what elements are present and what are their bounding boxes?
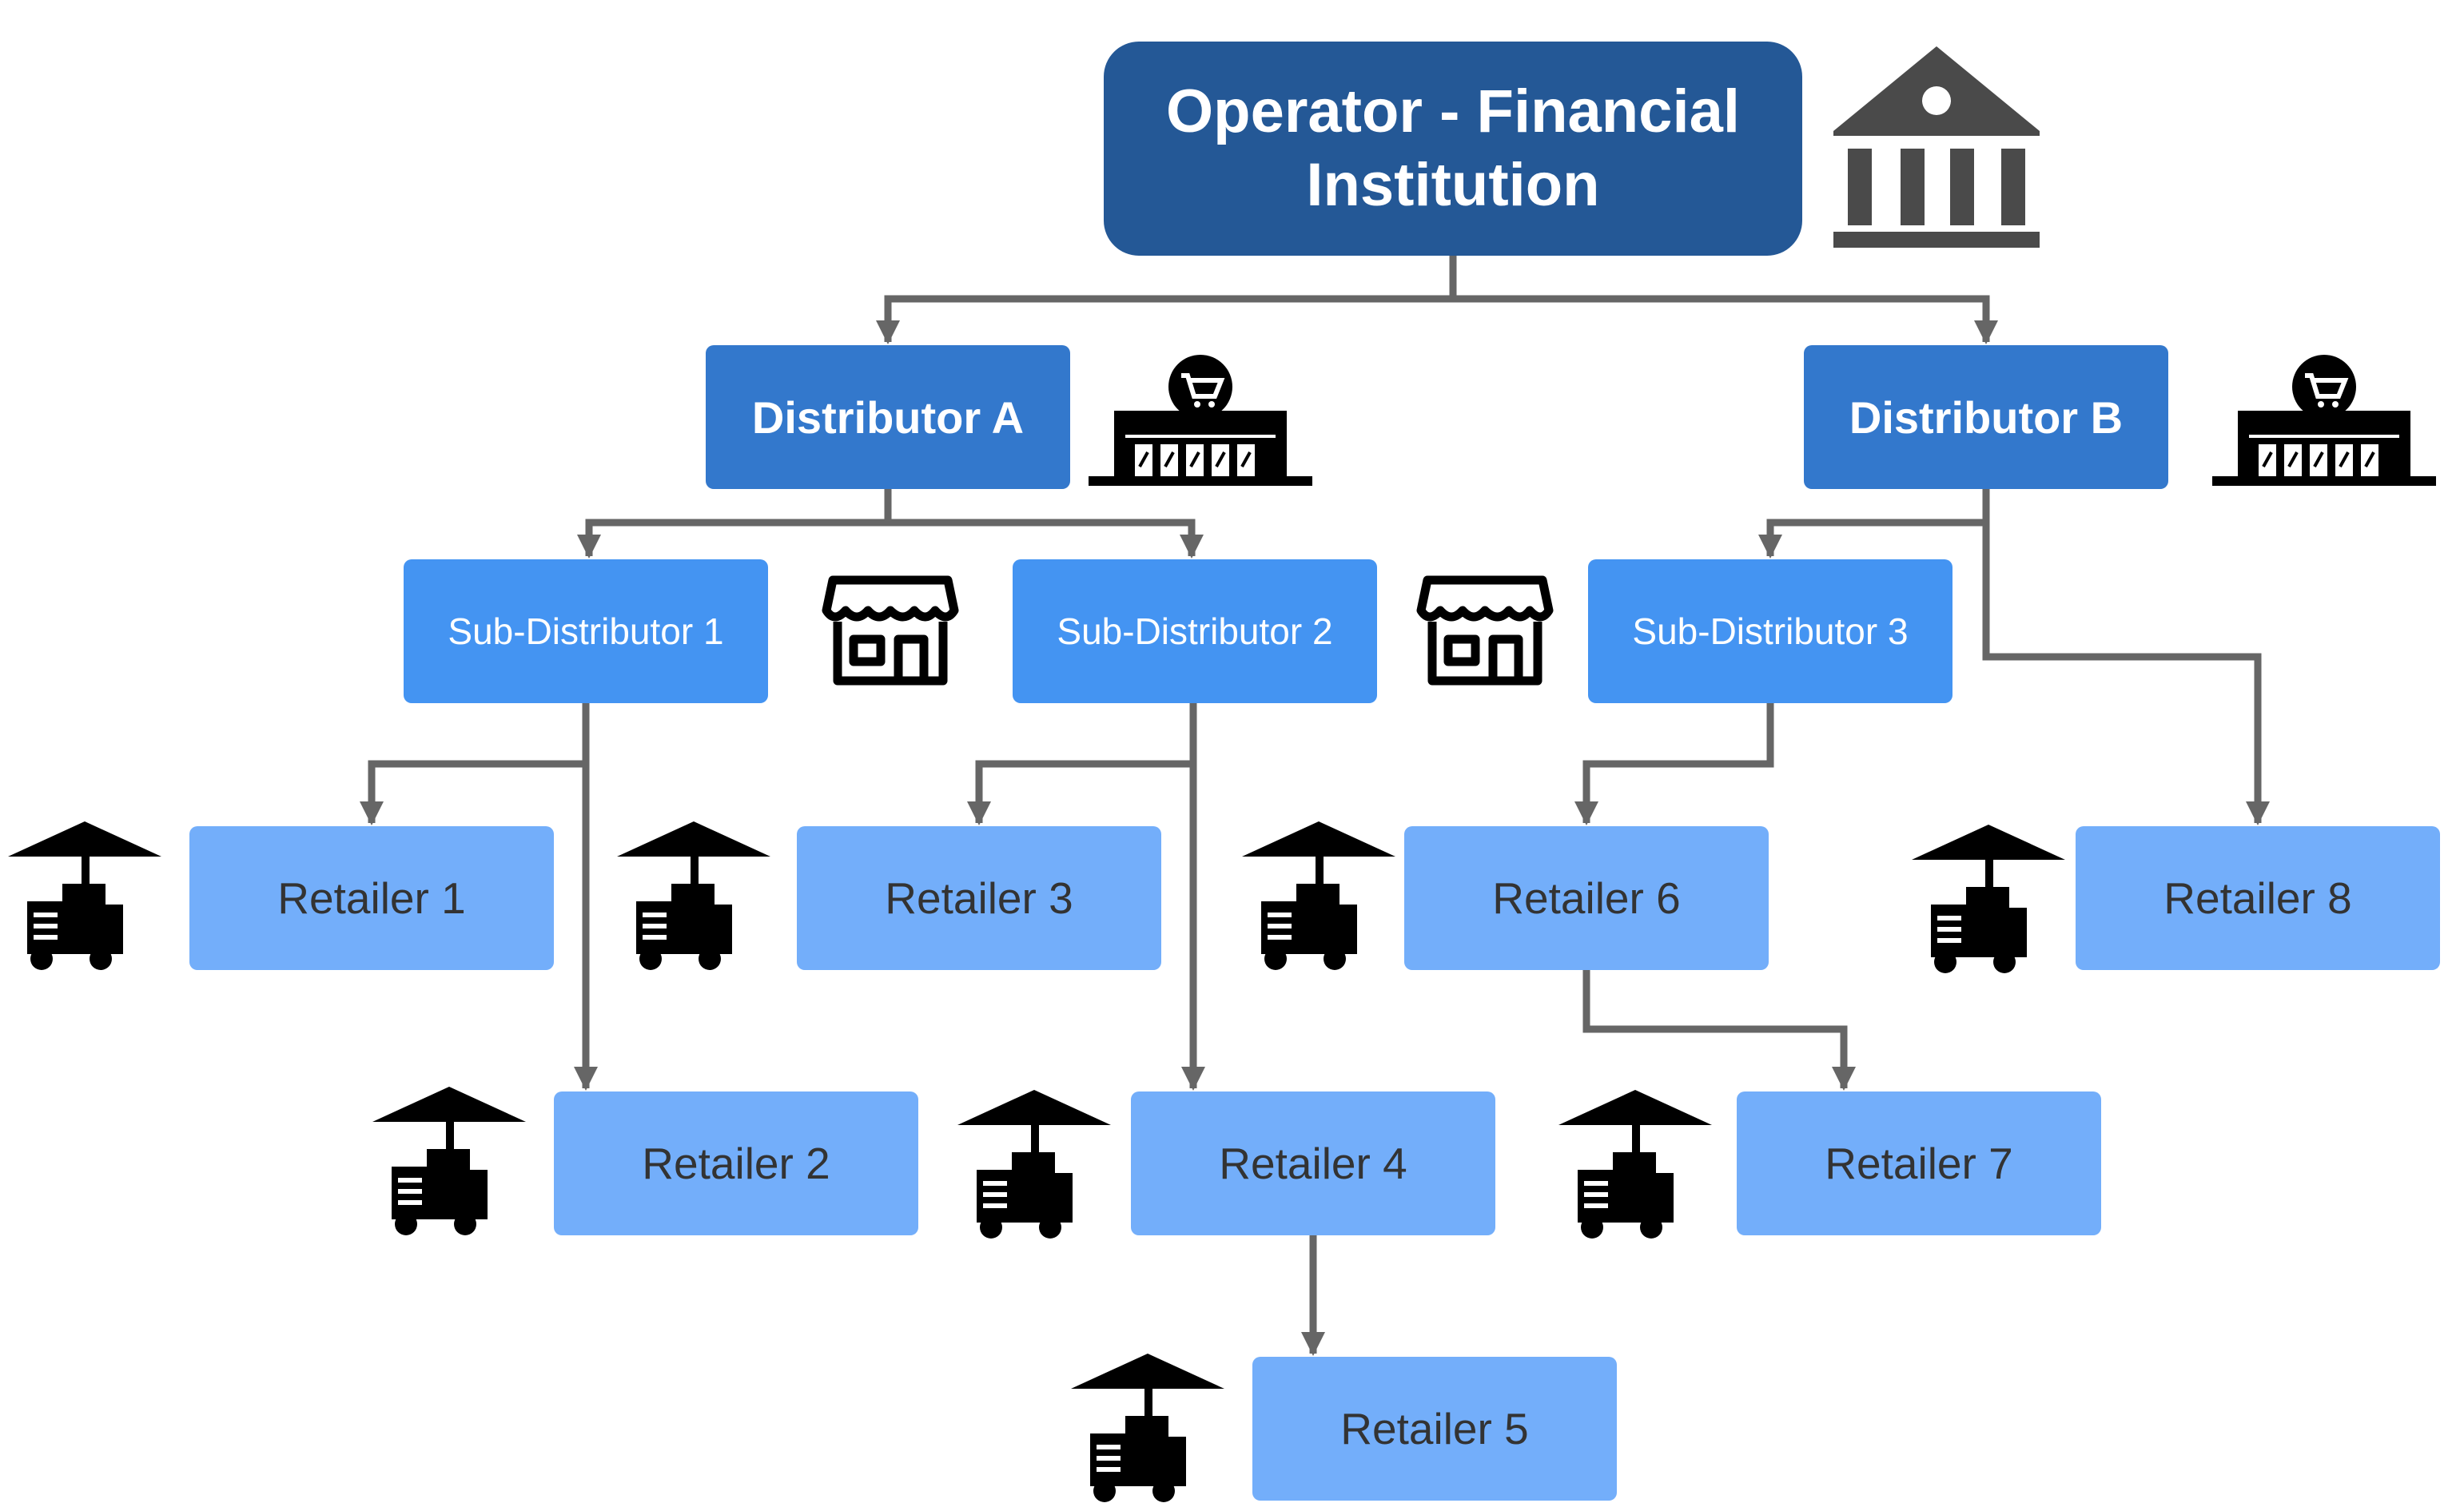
edge-operator-distributor-b	[1453, 295, 1998, 344]
retailer-4-node: Retailer 4	[1131, 1091, 1495, 1235]
supermarket-icon	[2212, 355, 2436, 486]
edge-retailer-6-retailer-7	[1582, 968, 1856, 1091]
sub-distributor-2-node: Sub-Distributor 2	[1013, 559, 1377, 703]
edge-sub-distributor-2-retailer-3	[967, 700, 1197, 825]
edge-sub-distributor-3-retailer-6	[1574, 700, 1774, 825]
distributor-b-node: Distributor B	[1804, 345, 2168, 489]
retailer-8-node: Retailer 8	[2076, 826, 2440, 970]
edge-sub-distributor-1-retailer-1	[360, 700, 590, 825]
bank-icon	[1833, 46, 2040, 248]
supermarket-icon	[1089, 355, 1312, 486]
cart-stall-icon	[1242, 821, 1395, 970]
retailer-7-node: Retailer 7	[1737, 1091, 2101, 1235]
operator-node: Operator - Financial Institution	[1104, 42, 1802, 256]
shop-icon	[822, 575, 959, 686]
cart-stall-icon	[1912, 825, 2065, 973]
edge-distributor-a-sub-distributor-1	[577, 489, 892, 559]
retailer-6-node: Retailer 6	[1404, 826, 1769, 970]
edge-distributor-b-sub-distributor-3	[1758, 489, 1990, 559]
distributor-a-node: Distributor A	[706, 345, 1070, 489]
retailer-1-node: Retailer 1	[189, 826, 554, 970]
sub-distributor-1-node: Sub-Distributor 1	[404, 559, 768, 703]
retailer-5-node: Retailer 5	[1252, 1357, 1617, 1501]
cart-stall-icon	[957, 1090, 1111, 1239]
cart-stall-icon	[8, 821, 161, 970]
cart-stall-icon	[1071, 1354, 1224, 1502]
retailer-2-node: Retailer 2	[554, 1091, 918, 1235]
edge-distributor-b-retailer-8	[1982, 523, 2270, 825]
cart-stall-icon	[1558, 1090, 1712, 1239]
retailer-3-node: Retailer 3	[797, 826, 1161, 970]
edge-operator-distributor-a	[876, 256, 1457, 344]
cart-stall-icon	[617, 821, 770, 970]
shop-icon	[1416, 575, 1554, 686]
sub-distributor-3-node: Sub-Distributor 3	[1588, 559, 1952, 703]
cart-stall-icon	[372, 1087, 526, 1235]
edge-distributor-a-sub-distributor-2	[888, 519, 1204, 559]
